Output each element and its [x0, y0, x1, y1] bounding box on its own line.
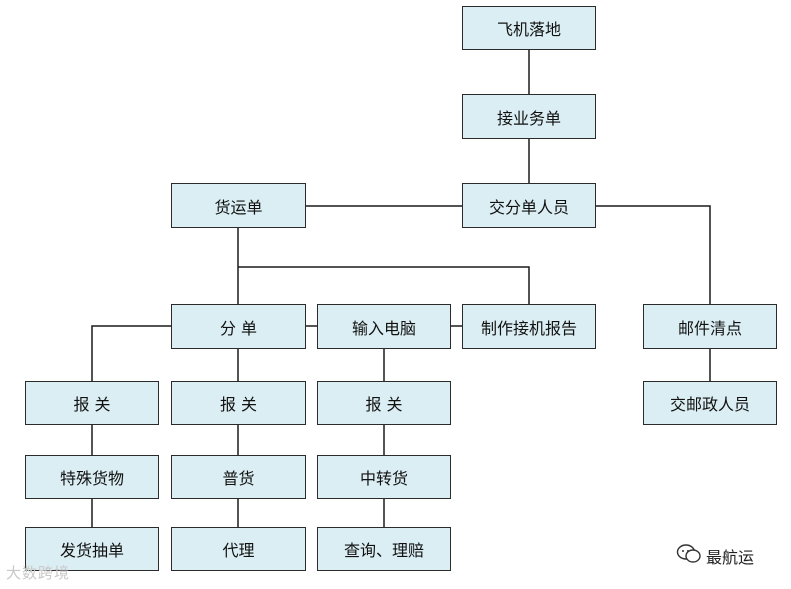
node-transit-goods: 中转货 [317, 455, 451, 499]
node-customs-1: 报 关 [25, 381, 159, 425]
node-arrival-report: 制作接机报告 [462, 304, 596, 349]
node-query-claim: 查询、理赔 [317, 527, 451, 571]
node-mail-check: 邮件清点 [643, 304, 777, 349]
node-input-computer: 输入电脑 [317, 304, 451, 349]
watermark-brand: 大数跨境 [6, 564, 71, 582]
node-pick-order: 发货抽单 [25, 527, 159, 571]
node-landing: 飞机落地 [462, 6, 596, 50]
node-special-goods: 特殊货物 [25, 455, 159, 499]
node-post-staff: 交邮政人员 [643, 381, 777, 425]
watermark-account-name: 最航运 [706, 548, 755, 567]
node-customs-2: 报 关 [171, 381, 306, 425]
watermark-wechat-icon [676, 543, 702, 569]
node-receive-order: 接业务单 [462, 94, 596, 139]
node-agent: 代理 [171, 527, 306, 571]
node-customs-3: 报 关 [317, 381, 451, 425]
node-handover-staff: 交分单人员 [462, 183, 596, 228]
node-general-goods: 普货 [171, 455, 306, 499]
node-split-order: 分 单 [171, 304, 306, 349]
node-waybill: 货运单 [171, 183, 306, 228]
